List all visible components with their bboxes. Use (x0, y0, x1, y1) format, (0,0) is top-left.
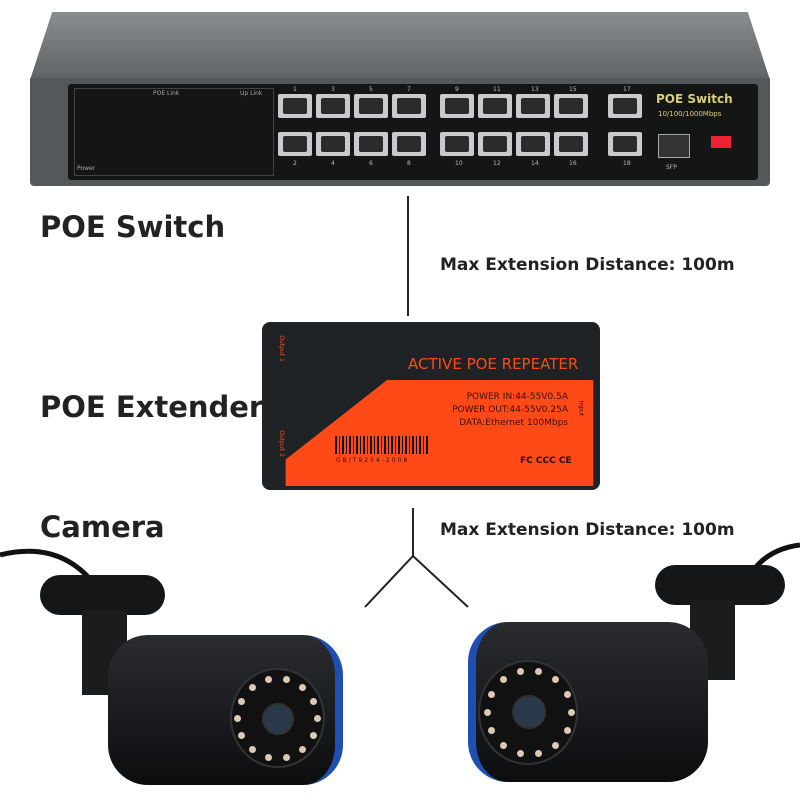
uplink-header: Up Link (240, 90, 263, 97)
port-number: 17 (623, 86, 631, 93)
ir-led (563, 690, 571, 698)
ir-led (568, 709, 575, 716)
port-number: 3 (331, 86, 335, 93)
ethernet-port (354, 132, 388, 156)
ir-led (516, 668, 524, 676)
port-number: 13 (531, 86, 539, 93)
ir-led (298, 683, 306, 691)
dip-switch (711, 136, 731, 148)
ir-led (552, 741, 560, 749)
camera-mount (655, 565, 785, 605)
power-out: POWER OUT:44-55V0.25A (452, 405, 568, 415)
ir-led (237, 697, 245, 705)
power-label: Power (77, 165, 96, 172)
extender-title: ACTIVE POE REPEATER (408, 355, 579, 373)
ethernet-port (392, 132, 426, 156)
ir-led (488, 690, 496, 698)
distance-label-bottom: Max Extension Distance: 100m (440, 520, 735, 540)
port-number: 11 (493, 86, 501, 93)
ethernet-port (554, 132, 588, 156)
data-rate: DATA:Ethernet 100Mbps (459, 418, 568, 428)
ethernet-port (278, 94, 312, 118)
ir-led (535, 749, 543, 757)
barcode-text: GB/T9254-2008 (336, 457, 410, 464)
port-number: 2 (293, 160, 297, 167)
ethernet-port (608, 94, 642, 118)
ir-led (499, 741, 507, 749)
ir-led (234, 715, 241, 722)
port-number: 10 (455, 160, 463, 167)
port-number: 7 (407, 86, 411, 93)
sfp-port (658, 134, 690, 158)
switch-speed-label: 10/100/1000Mbps (658, 110, 722, 118)
ir-led (265, 676, 273, 683)
power-in: POWER IN:44-55V0.5A (466, 392, 568, 402)
ethernet-port (392, 94, 426, 118)
sfp-label: SFP (666, 164, 677, 171)
ir-led (237, 732, 245, 740)
ethernet-port (316, 94, 350, 118)
port-number: 5 (369, 86, 373, 93)
port-number: 8 (407, 160, 411, 167)
ir-led (535, 668, 543, 676)
port-number: 1 (293, 86, 297, 93)
ethernet-port (516, 94, 550, 118)
ir-led (484, 709, 491, 716)
port-number: 12 (493, 160, 501, 167)
switch-label: POE Switch (40, 210, 226, 244)
ethernet-port (354, 94, 388, 118)
ir-led (298, 746, 306, 754)
port-number: 18 (623, 160, 631, 167)
ethernet-port (478, 132, 512, 156)
ethernet-port (440, 132, 474, 156)
connection-line (407, 196, 409, 316)
distance-label-top: Max Extension Distance: 100m (440, 255, 735, 275)
ir-led (488, 727, 496, 735)
ethernet-port (478, 94, 512, 118)
port-number: 16 (569, 160, 577, 167)
ir-led (310, 732, 318, 740)
ir-led (310, 697, 318, 705)
certification-marks: FC CCC CE (520, 456, 572, 466)
led-indicator-area: POE Link Up Link Power (74, 88, 274, 176)
ir-led (282, 676, 290, 683)
extender-specs: POWER IN:44-55V0.5A POWER OUT:44-55V0.25… (440, 391, 568, 430)
port-number: 14 (531, 160, 539, 167)
ir-led (249, 683, 257, 691)
poe-switch-top (30, 12, 770, 80)
port-number: 9 (455, 86, 459, 93)
ir-led (516, 749, 524, 757)
port-number: 15 (569, 86, 577, 93)
camera-mount (40, 575, 165, 615)
lens-glass (512, 695, 546, 729)
ethernet-port (554, 94, 588, 118)
ethernet-port (440, 94, 474, 118)
ir-led (552, 676, 560, 684)
camera-label: Camera (40, 510, 165, 544)
ir-led (499, 676, 507, 684)
switch-brand-label: POE Switch (656, 92, 733, 106)
ethernet-port (608, 132, 642, 156)
ir-led (249, 746, 257, 754)
port-number: 4 (331, 160, 335, 167)
ethernet-port (316, 132, 350, 156)
led-header: POE Link (153, 90, 180, 97)
extender-label: POE Extender (40, 390, 264, 424)
camera-lens (478, 660, 578, 765)
lens-glass (262, 703, 294, 735)
ethernet-port (278, 132, 312, 156)
ir-led (282, 753, 290, 761)
port-number: 6 (369, 160, 373, 167)
ir-led (265, 753, 273, 761)
barcode (335, 436, 430, 454)
ir-led (563, 727, 571, 735)
ethernet-port (516, 132, 550, 156)
ir-led (314, 715, 321, 722)
